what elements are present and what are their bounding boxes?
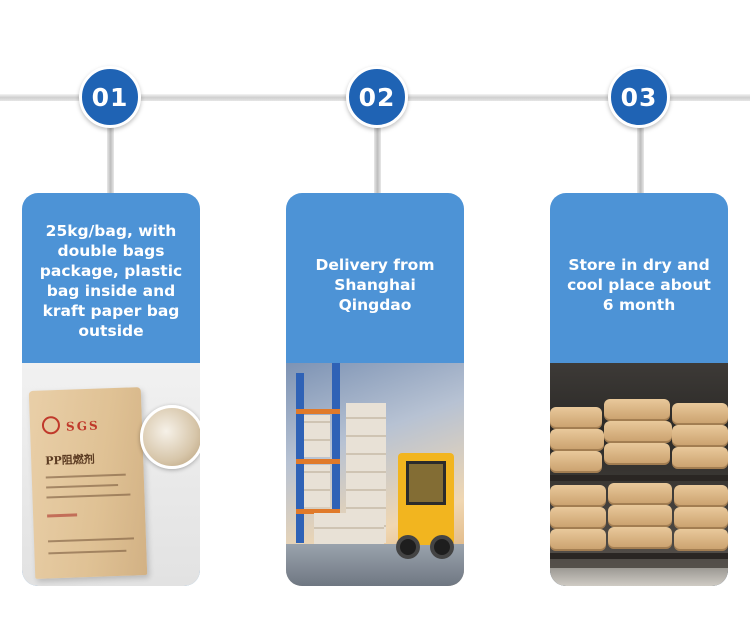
- timeline-connector: [374, 100, 381, 196]
- step-card-03: Store in dry and cool place about 6 mont…: [550, 193, 728, 586]
- step-description: Store in dry and cool place about 6 mont…: [567, 256, 711, 314]
- stacked-sacks-image: [550, 363, 728, 586]
- warehouse-forklift-image: [286, 363, 464, 586]
- timeline-connector: [637, 100, 644, 196]
- step-description: Delivery from Shanghai Qingdao: [315, 256, 435, 314]
- kraft-bag-image: SGS PP阻燃剂: [22, 363, 200, 586]
- bag-closeup-circle: [140, 405, 200, 469]
- step-card-02: Delivery from Shanghai Qingdao: [286, 193, 464, 586]
- step-badge-02: 02: [346, 66, 408, 128]
- bag-product-text: PP阻燃剂: [44, 452, 95, 468]
- step-card-01: 25kg/bag, with double bags package, plas…: [22, 193, 200, 586]
- step-badge-01: 01: [79, 66, 141, 128]
- timeline-connector: [107, 100, 114, 196]
- logo-icon: [41, 415, 61, 435]
- bag-illustration: SGS PP阻燃剂: [28, 387, 148, 579]
- bag-brand-text: SGS: [65, 418, 100, 434]
- forklift-icon: [398, 453, 454, 545]
- step-description: 25kg/bag, with double bags package, plas…: [39, 222, 183, 340]
- warehouse-floor: [550, 568, 728, 586]
- step-badge-03: 03: [608, 66, 670, 128]
